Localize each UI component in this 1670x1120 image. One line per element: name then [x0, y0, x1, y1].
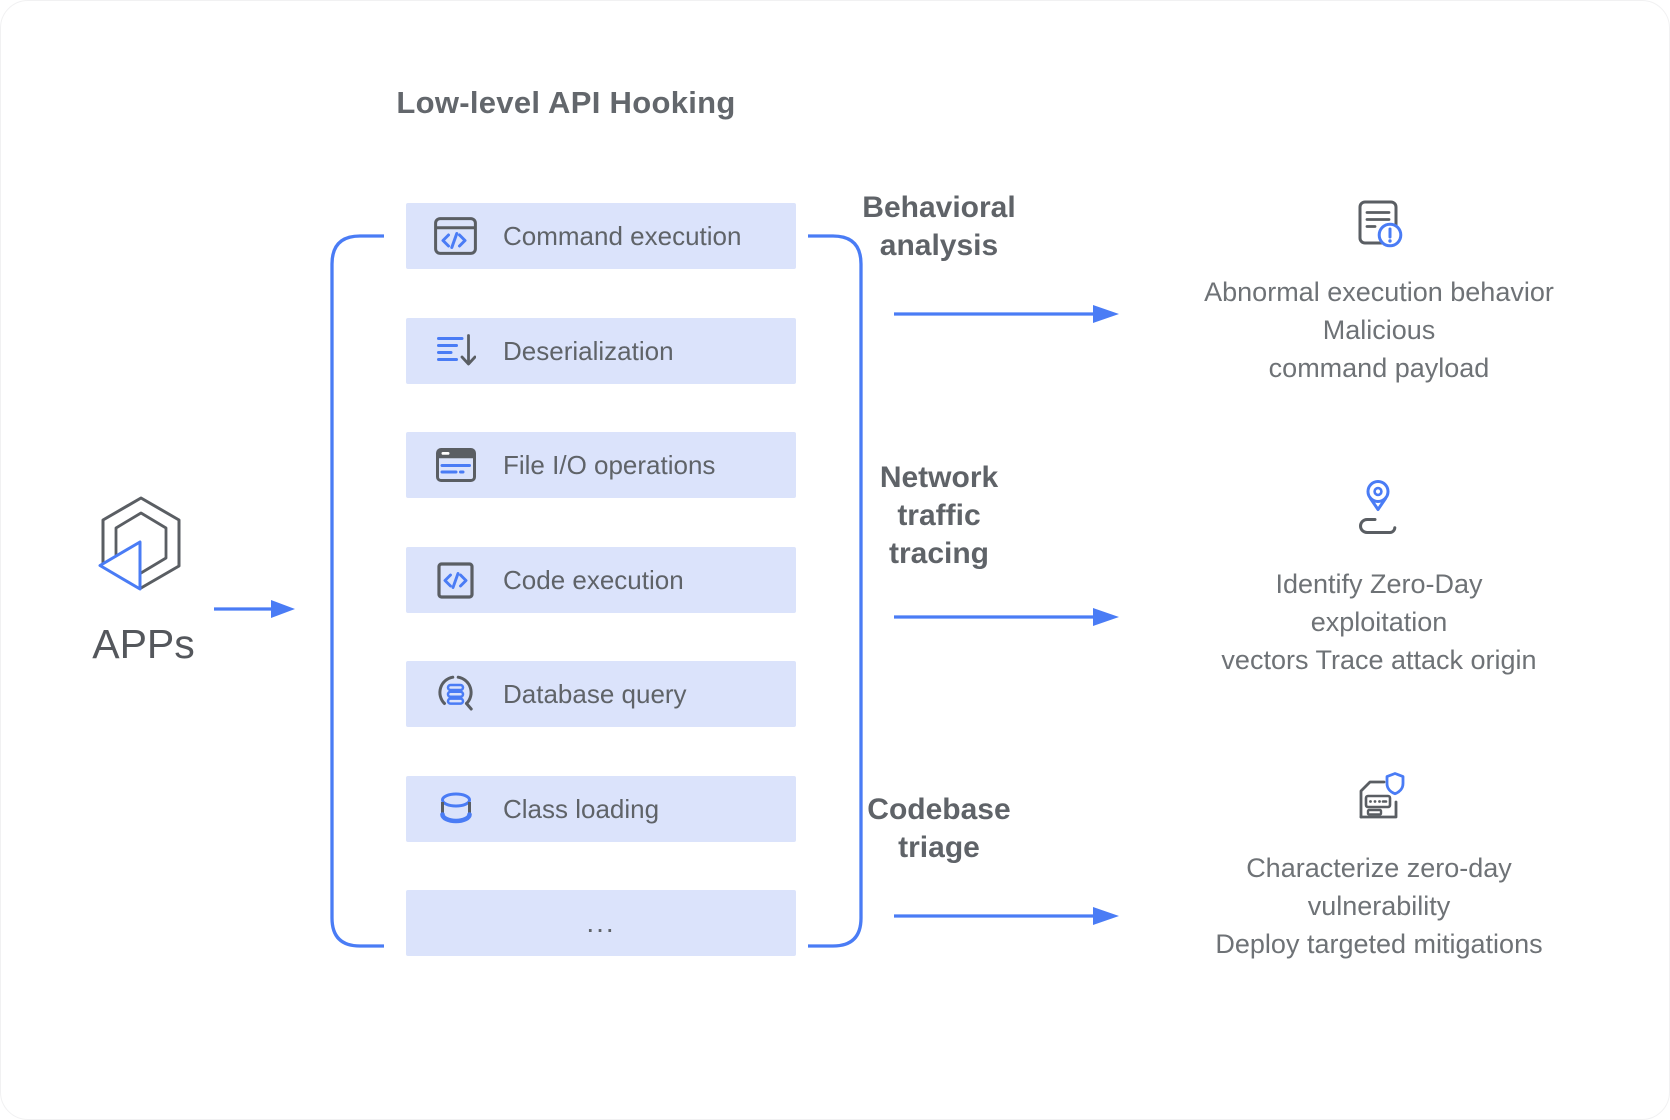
outcome-text-codebase: Characterize zero-day vulnerability Depl…	[1215, 853, 1543, 959]
database-search-icon	[433, 674, 478, 714]
flow-label-behavioral-analysis: Behavioral analysis	[862, 191, 1016, 262]
database-cylinder-icon	[433, 790, 478, 828]
apps-label: APPs	[92, 621, 195, 667]
hook-box-file-io: File I/O operations	[406, 432, 796, 498]
hook-box-label: Code execution	[503, 564, 684, 595]
outcome-text-behavioral: Abnormal execution behavior Malicious co…	[1204, 277, 1554, 383]
left-bracket	[330, 234, 384, 948]
hook-box-database-query: Database query	[406, 661, 796, 727]
flow-label-codebase-triage: Codebase triage	[867, 793, 1011, 864]
file-window-icon	[433, 448, 478, 482]
hook-box-label: ...	[586, 907, 616, 938]
behavioral-arrowhead	[1093, 305, 1119, 323]
flow-label-network-traffic-tracing: Network traffic tracing	[879, 461, 999, 570]
hook-box-label: Command execution	[503, 220, 742, 251]
route-pin-icon	[1359, 480, 1397, 534]
network-arrowhead	[1093, 608, 1119, 626]
hook-box-code-execution: Code execution	[406, 547, 796, 613]
codebase-arrowhead	[1093, 907, 1119, 925]
terminal-shield-icon	[1359, 772, 1405, 819]
terminal-window-code-icon	[433, 216, 478, 256]
list-import-icon	[433, 333, 478, 369]
hook-box-class-loading: Class loading	[406, 776, 796, 842]
code-block-icon	[433, 561, 478, 599]
hook-box-label: Class loading	[503, 793, 660, 824]
hook-box-label: Deserialization	[503, 335, 674, 366]
apps-logo-icon	[98, 496, 181, 591]
apps-arrowhead	[271, 600, 295, 618]
page-title: Low-level API Hooking	[396, 85, 736, 120]
hook-box-label: Database query	[503, 678, 687, 709]
outcome-text-network: Identify Zero-Day exploitation vectors T…	[1221, 569, 1537, 675]
hook-box-deserialization: Deserialization	[406, 318, 796, 384]
document-alert-icon	[1358, 200, 1403, 248]
hook-box-label: File I/O operations	[503, 449, 716, 480]
hook-box-command-execution: Command execution	[406, 203, 796, 269]
hook-box-ellipsis: ...	[406, 890, 796, 956]
